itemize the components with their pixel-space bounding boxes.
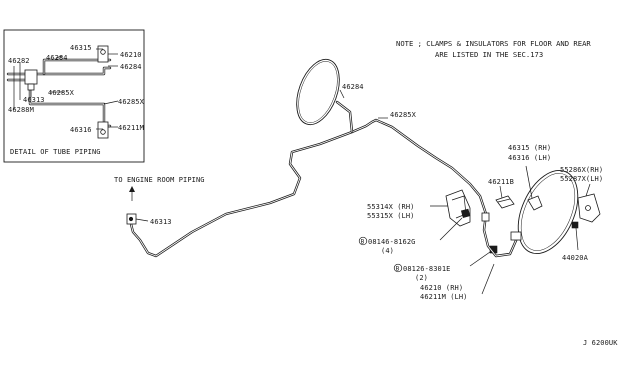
detail-label-46282: 46282	[8, 57, 30, 65]
label-08126: 08126-8301E	[403, 265, 450, 273]
label-08146-qty: (4)	[381, 247, 394, 255]
detail-label-46316: 46316	[70, 126, 92, 134]
label-46315: 46315 (RH)	[508, 144, 551, 152]
detail-label-46211m: 46211M	[118, 124, 144, 132]
part-44020a	[571, 221, 579, 251]
detail-junction-block	[24, 69, 38, 85]
detail-label-46313: 46313	[23, 96, 45, 104]
label-44020a: 44020A	[562, 254, 589, 262]
label-46211b: 46211B	[488, 178, 514, 186]
label-08146: 08146-8162G	[368, 238, 415, 246]
engine-room-arrowhead	[129, 186, 135, 192]
label-46285x: 46285X	[390, 111, 417, 119]
bolt-08126	[469, 245, 498, 267]
note-line-2: ARE LISTED IN THE SEC.173	[435, 50, 543, 59]
detail-box: 46315 46210 46282 46284 46284 46313 4628…	[3, 29, 145, 163]
circled-b-2: B	[396, 266, 400, 273]
detail-label-46288m: 46288M	[8, 106, 34, 114]
bracket-55286x	[577, 183, 601, 223]
label-55315x: 55315X (LH)	[367, 212, 414, 220]
label-55314x: 55314X (RH)	[367, 203, 414, 211]
engine-room-label: TO ENGINE ROOM PIPING	[114, 176, 205, 184]
brake-disc-left	[296, 58, 340, 126]
circled-b-1: B	[361, 239, 365, 246]
tube-46284	[335, 100, 354, 134]
note-line-1: NOTE ; CLAMPS & INSULATORS FOR FLOOR AND…	[396, 39, 591, 48]
tube-46285x	[128, 118, 488, 258]
detail-label-46284-b: 46284	[120, 63, 142, 71]
hose-fitting-bottom	[510, 231, 522, 241]
detail-label-46315: 46315	[70, 44, 92, 52]
detail-label-46284-a: 46284	[46, 54, 68, 62]
callout-bolt-08126: B 08126-8301E (2)	[393, 263, 450, 282]
detail-junction-bolt	[27, 83, 35, 91]
hose-fitting-top	[481, 212, 490, 222]
bracket-46211b	[495, 185, 515, 209]
clip-46313: 46313	[126, 213, 172, 226]
label-46210: 46210 (RH)	[420, 284, 463, 292]
bracket-46315	[525, 165, 543, 211]
diagram-code: J 6200UK	[583, 339, 618, 347]
detail-title: DETAIL OF TUBE PIPING	[10, 148, 101, 156]
callout-bolt-08146: B 08146-8162G (4)	[358, 236, 415, 255]
bolt-08146	[439, 208, 471, 241]
label-46284: 46284	[342, 83, 364, 91]
detail-label-46285x-right: 46285X	[118, 98, 145, 106]
label-08126-qty: (2)	[415, 274, 428, 282]
detail-label-46285x: 46285X	[48, 89, 75, 97]
label-55287x: 55287X(LH)	[560, 175, 603, 183]
label-55286x: 55286X(RH)	[560, 166, 603, 174]
detail-label-46210: 46210	[120, 51, 142, 59]
label-46211m: 46211M (LH)	[420, 293, 467, 301]
caliper-bracket-55314x	[445, 189, 471, 227]
label-46316: 46316 (LH)	[508, 154, 551, 162]
label-46313: 46313	[150, 218, 172, 226]
